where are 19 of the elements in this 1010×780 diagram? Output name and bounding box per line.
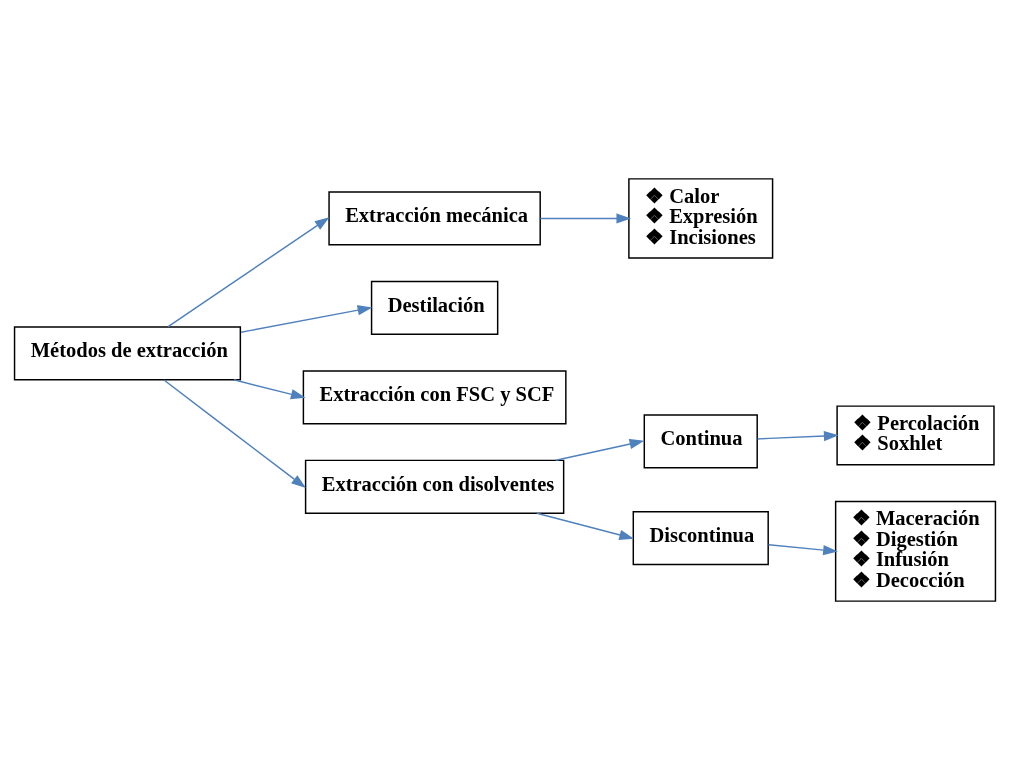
node-box: Extracción mecánica [328, 191, 541, 246]
node-box: Métodos de extracción [13, 326, 242, 381]
node-box: Extracción con FSC y SCF [302, 370, 567, 425]
node-box: ❖ Maceración ❖ Digestión ❖ Infusión ❖ Decocción [834, 500, 997, 602]
arrow [756, 430, 839, 442]
arrow [240, 305, 373, 333]
node-box: ❖ Calor ❖ Expresión ❖ Incisiones [628, 178, 774, 259]
node-box: Continua [643, 414, 758, 469]
arrow [536, 512, 634, 540]
node-box: Extracción con disolventes [304, 459, 565, 514]
arrow [233, 379, 306, 400]
arrow [555, 439, 645, 462]
arrow [767, 543, 838, 556]
node-box: Destilación [370, 280, 499, 335]
arrow [539, 213, 632, 224]
arrow [167, 217, 330, 328]
node-box: Discontinua [632, 510, 769, 566]
node-box: ❖ Percolación ❖ Soxhlet [836, 405, 995, 466]
arrow [163, 379, 306, 489]
